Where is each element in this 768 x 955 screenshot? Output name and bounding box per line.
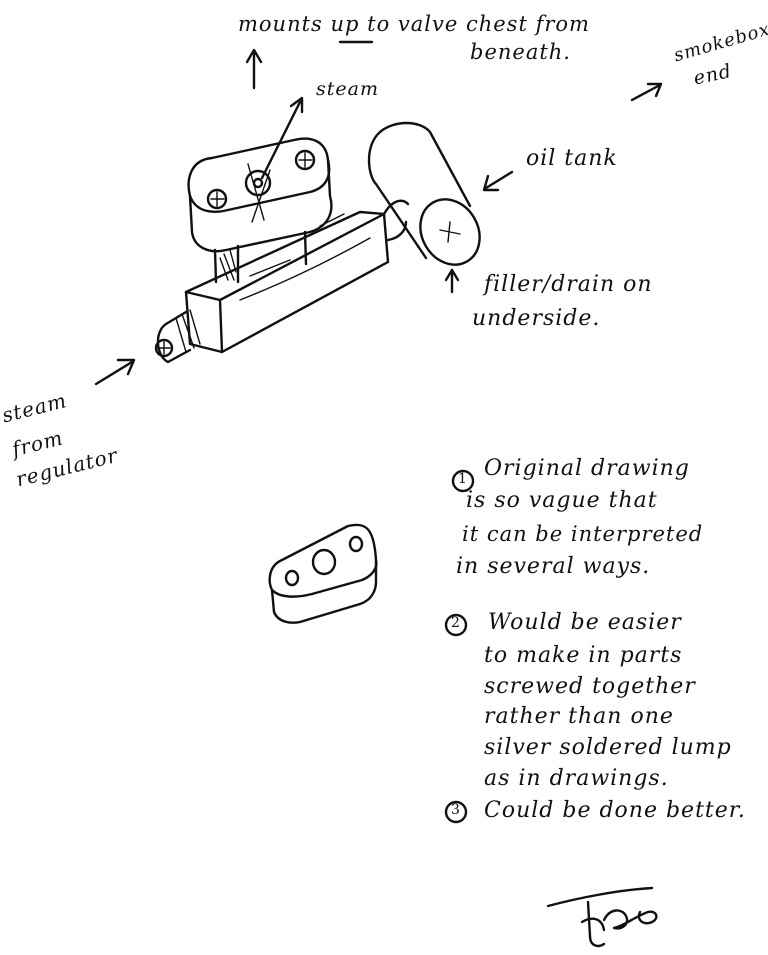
- arrow-steam: [260, 96, 304, 180]
- label-beneath: beneath.: [470, 40, 571, 64]
- label-underside: underside.: [472, 306, 601, 331]
- arrow-smokebox: [630, 82, 663, 102]
- arrow-steam-regulator: [94, 358, 136, 386]
- note-1-line-3: it can be interpreted: [462, 522, 704, 546]
- note-2-line-3: screwed together: [484, 674, 696, 699]
- connector-pipe: [382, 199, 410, 242]
- note-1-line-1: Original drawing: [484, 456, 690, 481]
- label-oil-tank: oil tank: [526, 146, 618, 171]
- signature-mark: [546, 886, 658, 948]
- note-1-line-2: is so vague that: [466, 488, 658, 513]
- note-2-line-4: rather than one: [484, 704, 674, 729]
- label-mounts: mounts up to valve chest from: [238, 12, 590, 36]
- note-3-line-1: Could be done better.: [484, 798, 746, 823]
- threaded-inlet: [154, 309, 201, 364]
- note-3-marker: 3: [451, 802, 461, 818]
- note-marker-circles: [444, 469, 475, 824]
- label-filler-drain: filler/drain on: [484, 272, 653, 297]
- note-2-line-5: silver soldered lump: [484, 735, 732, 760]
- note-1-marker: 1: [458, 471, 468, 487]
- note-2-line-6: as in drawings.: [484, 766, 669, 791]
- note-2-line-2: to make in parts: [484, 643, 683, 668]
- oil-tank: [367, 121, 481, 266]
- label-steam: steam: [316, 78, 379, 100]
- note-2-marker: 2: [451, 615, 461, 631]
- flange-block: [187, 137, 333, 253]
- note-1-line-4: in several ways.: [456, 554, 651, 579]
- small-flange-sketch: [268, 523, 378, 624]
- arrow-filler: [444, 268, 460, 294]
- arrow-oil-tank: [482, 170, 514, 192]
- arrow-up-mounts: [245, 48, 263, 90]
- note-2-line-1: Would be easier: [488, 610, 682, 635]
